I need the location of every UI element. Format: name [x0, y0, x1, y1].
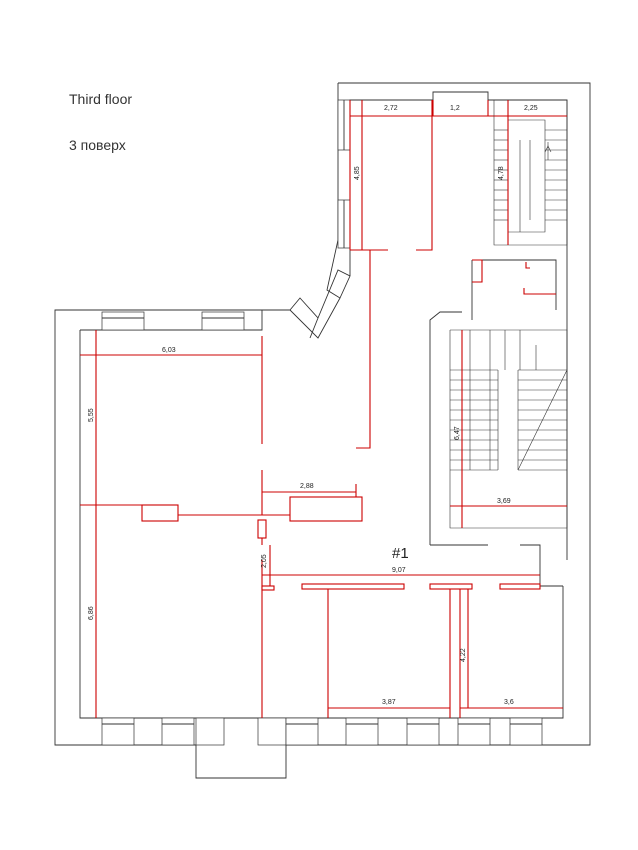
dimension-lines — [80, 100, 567, 718]
windows — [101, 99, 543, 746]
dim-label-369: 3,69 — [497, 498, 511, 505]
dim-label-387: 3,87 — [382, 699, 396, 706]
dim-label-288: 2,88 — [300, 483, 314, 490]
lower-staircase — [449, 329, 568, 529]
floor-title-ukrainian: 3 поверх — [69, 137, 126, 153]
dim-label-485: 4,85 — [354, 166, 361, 180]
dim-label-272: 2,72 — [384, 105, 398, 112]
upper-staircase — [493, 99, 568, 246]
dimension-labels: 2,72 1,2 2,25 4,85 4,78 6,03 5,55 6,47 2… — [88, 105, 538, 706]
partitions — [80, 100, 556, 718]
dim-label-478: 4,78 — [498, 166, 505, 180]
dim-label-205: 2,05 — [261, 554, 268, 568]
dim-label-36: 3,6 — [504, 699, 514, 706]
dim-label-686: 6,86 — [88, 606, 95, 620]
dim-label-647: 6,47 — [454, 426, 461, 440]
dim-label-555: 5,55 — [88, 408, 95, 422]
dim-label-225: 2,25 — [524, 105, 538, 112]
outer-walls — [54, 82, 591, 779]
floor-title-english: Third floor — [69, 91, 133, 107]
dim-label-907: 9,07 — [392, 567, 406, 574]
dim-label-422: 4,22 — [460, 648, 467, 662]
dim-label-603: 6,03 — [162, 347, 176, 354]
room-label: #1 — [392, 545, 409, 562]
dim-label-12: 1,2 — [450, 105, 460, 112]
